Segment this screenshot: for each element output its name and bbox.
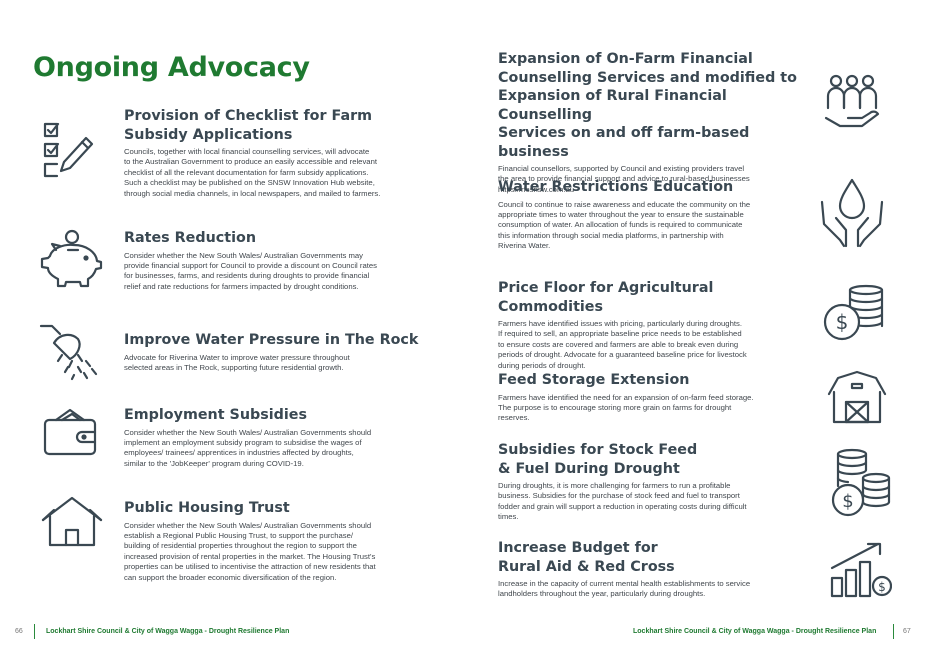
advocacy-item-water-restrictions: Water Restrictions Education Council to … xyxy=(498,178,818,252)
item-title: Improve Water Pressure in The Rock xyxy=(124,332,419,348)
svg-text:$: $ xyxy=(842,491,853,512)
advocacy-item-feed-storage: Feed Storage Extension Farmers have iden… xyxy=(498,371,818,424)
page-number-right: 67 xyxy=(903,628,911,635)
advocacy-item-employment: Employment Subsidies Consider whether th… xyxy=(124,406,454,469)
item-description: Financial counsellors, supported by Coun… xyxy=(498,164,750,194)
item-title: Subsidies for Stock Feed& Fuel During Dr… xyxy=(498,442,698,477)
piggy-bank-icon xyxy=(38,228,104,290)
item-description: Consider whether the New South Wales/ Au… xyxy=(124,250,377,291)
advocacy-item-stock-feed: Subsidies for Stock Feed& Fuel During Dr… xyxy=(498,441,818,523)
footer-text-left: Lockhart Shire Council & City of Wagga W… xyxy=(46,628,290,635)
item-title: Provision of Checklist for Farm Subsidy … xyxy=(124,108,373,143)
houses-icon xyxy=(40,496,104,548)
advocacy-item-price-floor: Price Floor for Agricultural Commodities… xyxy=(498,279,818,371)
advocacy-item-water-pressure: Improve Water Pressure in The Rock Advoc… xyxy=(124,331,454,373)
checklist-pen-icon xyxy=(40,118,96,184)
coins-dollar-icon: $ xyxy=(822,284,886,342)
item-description: Advocate for Riverina Water to improve w… xyxy=(124,352,350,372)
water-drop-hands-icon xyxy=(818,178,886,248)
growth-chart-icon: $ xyxy=(828,540,892,600)
page-number-left: 66 xyxy=(15,628,23,635)
page-title: Ongoing Advocacy xyxy=(33,52,310,83)
svg-text:$: $ xyxy=(836,310,849,334)
item-description: Farmers have identified issues with pric… xyxy=(498,319,747,370)
item-description: Increase in the capacity of current ment… xyxy=(498,579,751,599)
shower-head-icon xyxy=(38,321,104,381)
advocacy-item-housing: Public Housing Trust Consider whether th… xyxy=(124,499,454,583)
item-description: Councils, together with local financial … xyxy=(124,147,381,198)
item-title: Water Restrictions Education xyxy=(498,179,734,195)
footer-divider-right xyxy=(893,624,894,639)
footer-text-right: Lockhart Shire Council & City of Wagga W… xyxy=(633,628,877,635)
item-description: During droughts, it is more challenging … xyxy=(498,481,747,522)
item-title: Rates Reduction xyxy=(124,230,257,246)
advocacy-item-checklist: Provision of Checklist for Farm Subsidy … xyxy=(124,107,454,199)
advocacy-item-rates: Rates Reduction Consider whether the New… xyxy=(124,229,454,292)
item-description: Council to continue to raise awareness a… xyxy=(498,199,751,251)
item-description: Farmers have identified the need for an … xyxy=(498,392,754,423)
footer-divider-left xyxy=(34,624,35,639)
item-title: Public Housing Trust xyxy=(124,500,290,516)
rfcs-link[interactable]: https://rfcsnsw.com.au xyxy=(498,184,575,194)
wallet-icon xyxy=(42,408,102,458)
coin-stacks-icon: $ xyxy=(828,446,892,520)
item-title: Price Floor for Agricultural Commodities xyxy=(498,280,714,315)
item-title: Feed Storage Extension xyxy=(498,372,690,388)
barn-icon xyxy=(826,370,888,424)
item-description: Consider whether the New South Wales/ Au… xyxy=(124,520,376,582)
item-title: Employment Subsidies xyxy=(124,407,307,423)
svg-text:$: $ xyxy=(878,580,886,594)
people-hand-icon xyxy=(822,72,882,134)
item-description: Consider whether the New South Wales/ Au… xyxy=(124,427,372,468)
